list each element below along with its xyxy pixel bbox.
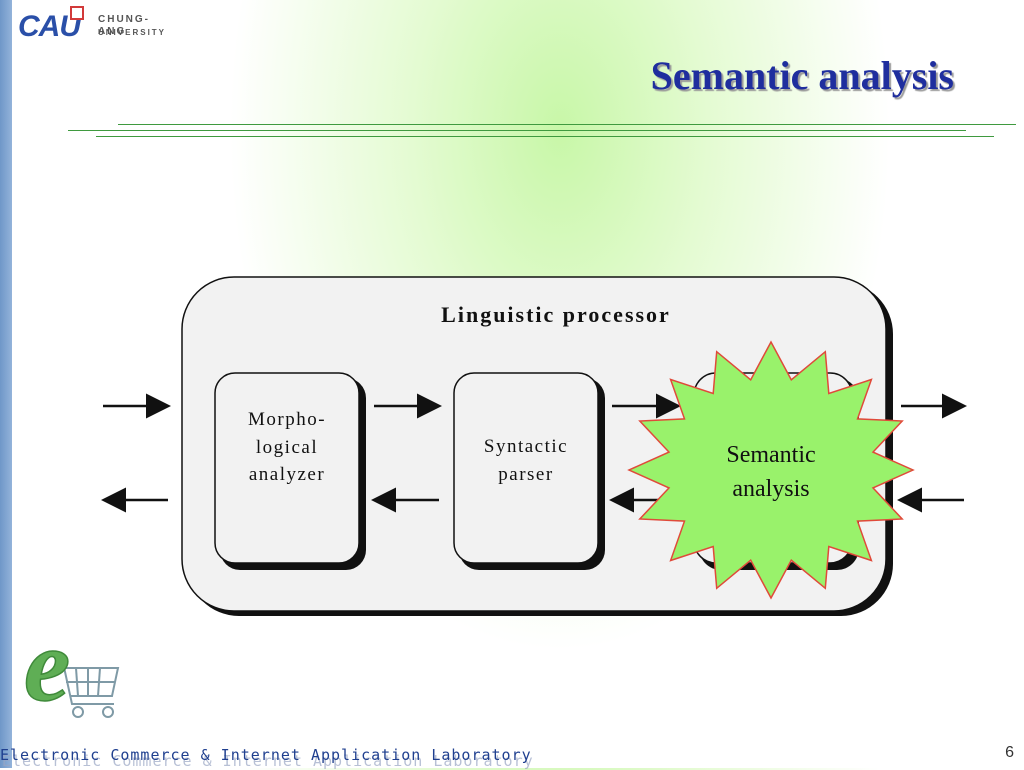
processor-title: Linguistic processor xyxy=(441,302,671,327)
module-label-line: Morpho- xyxy=(248,409,326,430)
logo-square-icon xyxy=(70,6,84,20)
left-accent-bar xyxy=(0,0,12,768)
title-rule-2 xyxy=(68,130,966,131)
e-commerce-emblem: e xyxy=(14,592,126,742)
footer-lab-name-text: Electronic Commerce & Internet Applicati… xyxy=(0,746,532,764)
module-syntactic-parser: Syntactic parser xyxy=(453,372,605,570)
module-morphological-analyzer: Morpho- logical analyzer xyxy=(214,372,366,570)
starburst-label-line: Semantic xyxy=(726,442,815,468)
module-label-line: logical xyxy=(256,437,318,458)
shopping-cart-icon xyxy=(54,657,120,718)
module-label-line: Syntactic xyxy=(484,436,568,457)
title-rule-1 xyxy=(118,124,1016,125)
semantic-analysis-starburst xyxy=(627,340,915,600)
title-rule-3 xyxy=(96,136,994,137)
footer-lab-name: Electronic Commerce & Internet Applicati… xyxy=(0,746,720,770)
footer-lab-name-shadow: Electronic Commerce & Internet Applicati… xyxy=(2,752,534,770)
starburst-label-line: analysis xyxy=(732,476,809,502)
module-label-line: analyzer xyxy=(249,464,325,485)
university-subname: UNIVERSITY xyxy=(98,28,167,37)
university-logo: CAU CHUNG-ANG UNIVERSITY xyxy=(18,4,178,48)
letter-e-icon: e xyxy=(24,608,70,723)
slide-title: Semantic analysis xyxy=(650,53,954,98)
page-number: 6 xyxy=(1005,744,1014,761)
university-name: CHUNG-ANG xyxy=(98,14,150,37)
module-label-line: parser xyxy=(498,464,553,485)
